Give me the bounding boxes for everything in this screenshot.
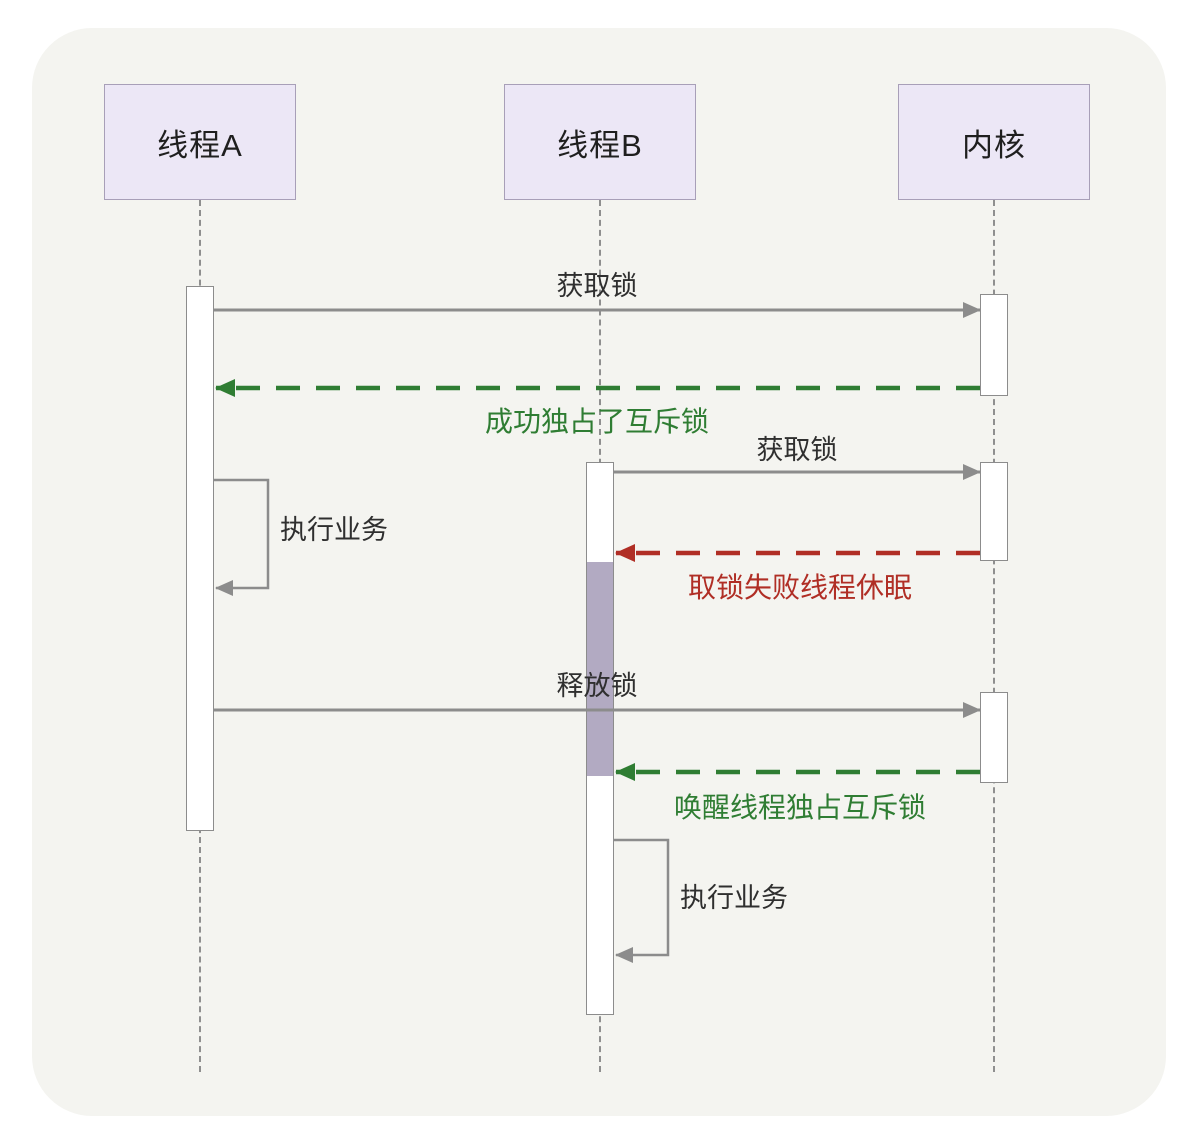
label-fail-sleep: 取锁失败线程休眠 xyxy=(687,572,913,603)
participant-box-thread-b: 线程B xyxy=(504,84,696,200)
label-exec-business-b: 执行业务 xyxy=(680,883,788,913)
participant-label-kernel: 内核 xyxy=(962,127,1026,163)
activation-kernel-1 xyxy=(980,294,1008,396)
sleep-bar-thread-b xyxy=(587,562,613,776)
label-acquire-lock-b: 获取锁 xyxy=(756,435,838,465)
activation-kernel-2 xyxy=(980,462,1008,561)
label-exec-business-a: 执行业务 xyxy=(280,515,388,545)
participant-box-kernel: 内核 xyxy=(898,84,1090,200)
activation-kernel-3 xyxy=(980,692,1008,783)
lifeline-kernel xyxy=(993,200,995,1072)
activation-thread-b xyxy=(586,462,614,1015)
label-success-acquire: 成功独占了互斥锁 xyxy=(484,406,710,437)
participant-label-thread-a: 线程A xyxy=(157,127,243,163)
participant-label-thread-b: 线程B xyxy=(557,127,643,163)
participant-box-thread-a: 线程A xyxy=(104,84,296,200)
activation-thread-a xyxy=(186,286,214,831)
label-wake-exclusive: 唤醒线程独占互斥锁 xyxy=(673,792,927,823)
label-release-lock: 释放锁 xyxy=(556,671,638,701)
label-acquire-lock-a: 获取锁 xyxy=(556,271,638,301)
